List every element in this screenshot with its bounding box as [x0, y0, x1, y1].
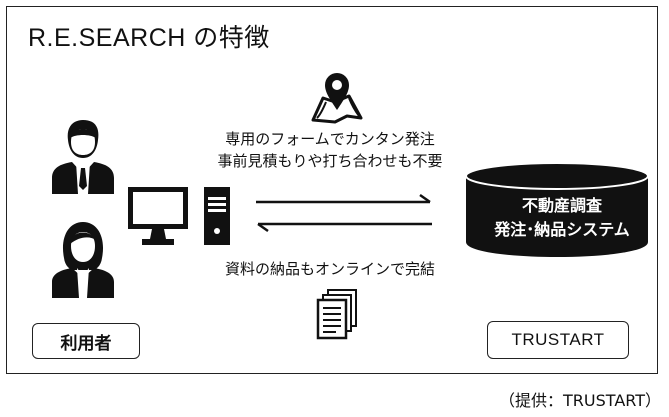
- map-pin-icon: [311, 73, 363, 124]
- system-label-line1: 不動産調査: [521, 196, 602, 215]
- database-icon: [465, 162, 649, 257]
- woman-user-icon: [52, 222, 114, 298]
- arrow-right-icon: [256, 193, 431, 204]
- source-note: （提供：TRUSTART）: [499, 391, 661, 410]
- caption-delivery: 資料の納品もオンラインで完結: [224, 260, 435, 278]
- user-label: 利用者: [32, 323, 140, 359]
- caption-order-line1: 専用のフォームでカンタン発注: [225, 130, 435, 148]
- caption-order-line2: 事前見積もりや打ち合わせも不要: [217, 152, 443, 170]
- arrow-left-icon: [257, 222, 432, 233]
- documents-icon: [316, 289, 357, 340]
- diagram-title: R.E.SEARCH の特徴: [28, 24, 270, 52]
- computer-icon: [128, 187, 230, 245]
- system-label: 不動産調査 発注･納品システム: [474, 194, 650, 242]
- provider-label: TRUSTART: [487, 321, 629, 359]
- caption-order: 専用のフォームでカンタン発注 事前見積もりや打ち合わせも不要: [180, 128, 480, 172]
- man-user-icon: [52, 120, 114, 194]
- system-label-line2: 発注･納品システム: [494, 220, 630, 239]
